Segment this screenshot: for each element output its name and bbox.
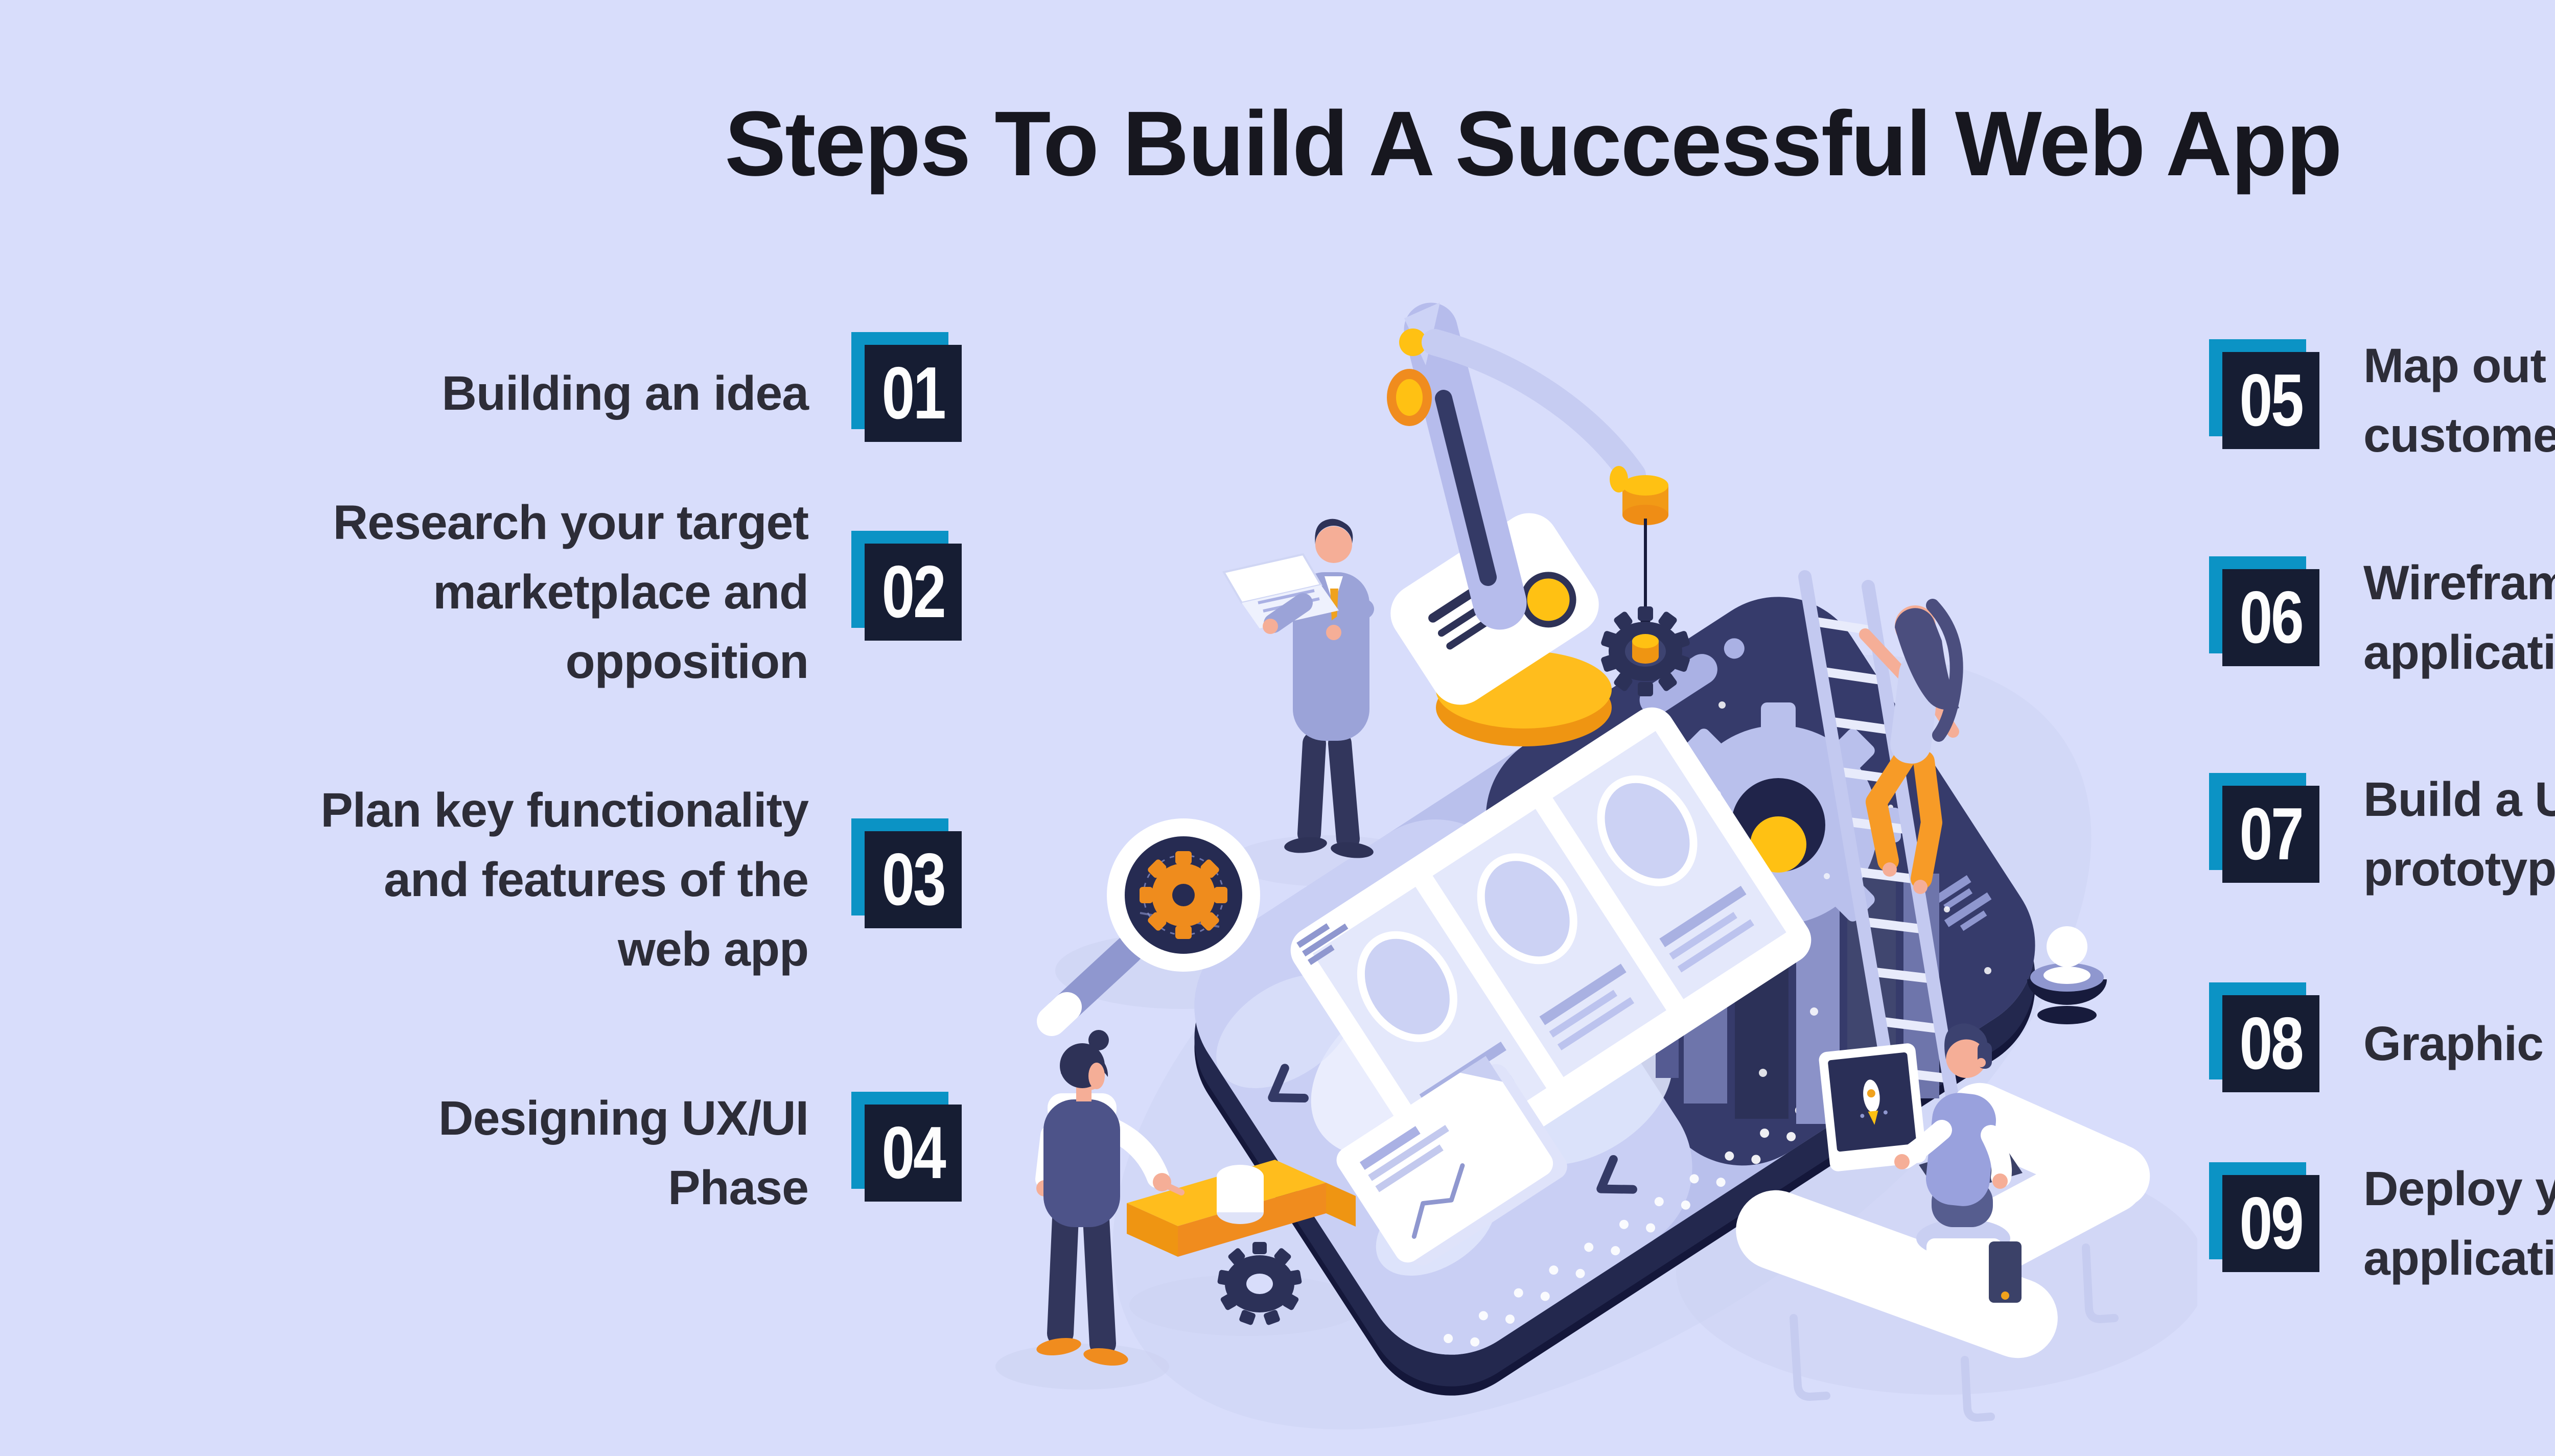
step-row-05: 05 Map out the customer journey	[2209, 296, 2555, 505]
badge-number-square: 06	[2222, 569, 2319, 666]
step-badge-03: 03	[851, 818, 962, 928]
crane-icon	[1387, 302, 1690, 746]
step-label-09: Deploy your application	[2363, 1162, 2555, 1285]
step-badge-08: 08	[2209, 982, 2319, 1092]
step-number: 02	[881, 550, 946, 633]
step-label-08: Graphic design	[2363, 1017, 2544, 1071]
gear-icon	[1217, 1242, 1302, 1325]
step-number: 07	[2239, 792, 2304, 876]
step-number: 04	[881, 1111, 946, 1194]
desk-legs	[1790, 1243, 2119, 1422]
businessman-laptop-figure	[1222, 519, 1374, 858]
wrench-bolt-icon	[1127, 1160, 1356, 1325]
sheet-text-bars	[1296, 923, 1349, 966]
step-row-04: Designing UX/UI Phase 04	[251, 1048, 962, 1258]
step-row-02: Research your target marketplace and opp…	[251, 487, 962, 697]
step-number: 09	[2239, 1182, 2304, 1265]
badge-number-square: 05	[2222, 352, 2319, 449]
hero-illustration	[995, 302, 2197, 1429]
badge-number-square: 04	[865, 1105, 962, 1202]
step-row-08: 08 Graphic design	[2209, 939, 2555, 1148]
woman-climbing-figure	[1859, 599, 1963, 894]
step-label-01: Building an idea	[442, 366, 809, 420]
step-badge-01: 01	[851, 332, 962, 442]
step-number: 01	[881, 351, 946, 435]
step-number: 08	[2239, 1002, 2304, 1085]
magnifier-gear-icon	[1037, 818, 1260, 1036]
step-label-04: Designing UX/UI Phase	[438, 1091, 809, 1215]
step-label-07: Build a Usable prototype	[2363, 772, 2555, 896]
laptop-rocket-icon	[1819, 1043, 1926, 1171]
step-label-02: Research your target marketplace and opp…	[333, 496, 809, 689]
step-row-06: 06 Wireframe the application	[2209, 513, 2555, 722]
step-row-09: 09 Deploy your application	[2209, 1119, 2555, 1328]
step-number: 06	[2239, 576, 2304, 659]
step-row-07: 07 Build a Usable prototype	[2209, 730, 2555, 939]
step-label-06: Wireframe the application	[2363, 556, 2555, 679]
step-row-01: Building an idea 01	[251, 289, 962, 498]
step-badge-04: 04	[851, 1092, 962, 1202]
badge-number-square: 03	[865, 831, 962, 928]
badge-number-square: 07	[2222, 786, 2319, 883]
side-dot-rows	[1444, 1106, 1804, 1347]
developer-at-desk-figure	[1736, 1023, 2150, 1422]
wireframe-card	[1552, 731, 1786, 999]
badge-number-square: 01	[865, 345, 962, 442]
badge-number-square: 09	[2222, 1175, 2319, 1272]
step-label-03: Plan key functionality and features of t…	[320, 783, 809, 976]
documents-icon	[1336, 1056, 1567, 1266]
step-number: 05	[2239, 359, 2304, 442]
badge-number-square: 08	[2222, 995, 2319, 1092]
badge-number-square: 02	[865, 544, 962, 641]
step-number: 03	[881, 838, 946, 921]
man-pointing-figure	[1035, 1030, 1184, 1366]
step-badge-07: 07	[2209, 773, 2319, 883]
step-badge-06: 06	[2209, 556, 2319, 666]
hanging-gear-icon	[1601, 606, 1690, 696]
step-badge-09: 09	[2209, 1162, 2319, 1272]
pot-lamp-icon	[2027, 926, 2107, 1024]
step-row-03: Plan key functionality and features of t…	[251, 775, 962, 984]
page-title: Steps To Build A Successful Web App	[725, 92, 2342, 195]
step-label-05: Map out the customer journey	[2363, 339, 2555, 462]
step-badge-02: 02	[851, 531, 962, 641]
screen-text-bars	[1930, 875, 1992, 931]
step-badge-05: 05	[2209, 339, 2319, 449]
wireframe-card	[1432, 809, 1666, 1077]
